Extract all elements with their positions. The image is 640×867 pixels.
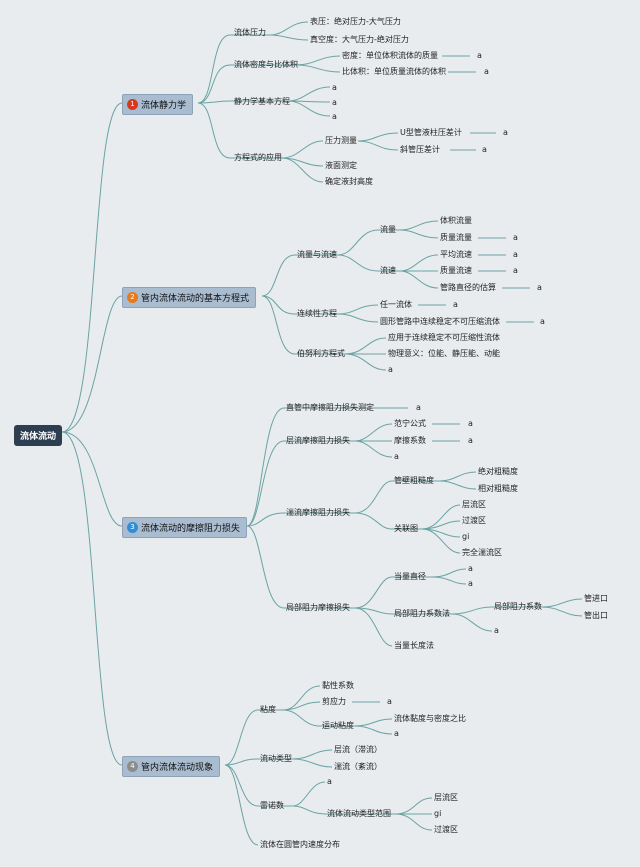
node-fanning[interactable]: 范宁公式	[394, 419, 426, 428]
node-a[interactable]: a	[416, 403, 421, 412]
node-rel-roughness[interactable]: 相对粗糙度	[478, 484, 518, 493]
node-gi[interactable]: gi	[434, 809, 442, 818]
node-a[interactable]: a	[540, 317, 545, 326]
node-bernoulli-scope[interactable]: 应用于连续稳定不可压缩性流体	[388, 333, 500, 342]
node-turbulent-loss[interactable]: 湍流摩擦阻力损失	[286, 508, 350, 517]
node-a[interactable]: a	[537, 283, 542, 292]
node-viscosity-coef[interactable]: 黏性系数	[322, 681, 354, 690]
node-laminar-zone[interactable]: 层流区	[462, 500, 486, 509]
node-incompressible-pipe[interactable]: 圆形管路中连续稳定不可压缩流体	[380, 317, 500, 326]
node-a[interactable]: a	[468, 579, 473, 588]
node-u-tube[interactable]: U型管液柱压差计	[400, 128, 462, 137]
node-a[interactable]: a	[468, 436, 473, 445]
branch-label: 管内流体流动的基本方程式	[141, 294, 250, 304]
node-a[interactable]: a	[332, 112, 337, 121]
node-liquid-seal[interactable]: 确定液封高度	[325, 177, 373, 186]
node-a[interactable]: a	[332, 98, 337, 107]
node-transition-zone[interactable]: 过渡区	[462, 516, 486, 525]
node-vacuum[interactable]: 真空度：大气压力-绝对压力	[310, 35, 409, 44]
node-a[interactable]: a	[327, 777, 332, 786]
node-a[interactable]: a	[394, 452, 399, 461]
node-pipe-inlet[interactable]: 管进口	[584, 594, 608, 603]
node-density-def[interactable]: 密度：单位体积流体的质量	[342, 51, 438, 60]
node-a[interactable]: a	[468, 419, 473, 428]
node-hydrostatic-eq[interactable]: 静力学基本方程	[234, 97, 290, 106]
node-shear-stress[interactable]: 剪应力	[322, 697, 346, 706]
node-kv-def[interactable]: 流体黏度与密度之比	[394, 714, 466, 723]
node-viscosity[interactable]: 粘度	[260, 705, 276, 714]
node-mass-flow[interactable]: 质量流量	[440, 233, 472, 242]
node-a[interactable]: a	[513, 266, 518, 275]
node-flow-velocity[interactable]: 流量与流速	[297, 250, 337, 259]
node-a[interactable]: a	[468, 564, 473, 573]
node-laminar-loss[interactable]: 层流摩擦阻力损失	[286, 436, 350, 445]
node-a[interactable]: a	[394, 729, 399, 738]
node-avg-velocity[interactable]: 平均流速	[440, 250, 472, 259]
node-fluid-pressure[interactable]: 流体压力	[234, 28, 266, 37]
node-flow-rate[interactable]: 流量	[380, 225, 396, 234]
number-3-icon: 3	[127, 522, 138, 533]
node-local-coef-method[interactable]: 局部阻力系数法	[394, 609, 450, 618]
node-density[interactable]: 流体密度与比体积	[234, 60, 298, 69]
node-a[interactable]: a	[494, 626, 499, 635]
node-velocity-distribution[interactable]: 流体在圆管内速度分布	[260, 840, 340, 849]
node-local-coef[interactable]: 局部阻力系数	[494, 602, 542, 611]
branch-label: 管内流体流动现象	[141, 763, 214, 773]
node-turbulent[interactable]: 湍流（紊流）	[334, 762, 382, 771]
node-volume-flow[interactable]: 体积流量	[440, 216, 472, 225]
node-a[interactable]: a	[482, 145, 487, 154]
node-correlation-chart[interactable]: 关联图	[394, 524, 418, 533]
node-a[interactable]: a	[387, 697, 392, 706]
node-a[interactable]: a	[332, 83, 337, 92]
node-velocity[interactable]: 流速	[380, 266, 396, 275]
node-pipe-outlet[interactable]: 管出口	[584, 611, 608, 620]
node-a[interactable]: a	[484, 67, 489, 76]
node-level-measure[interactable]: 液面测定	[325, 161, 357, 170]
node-full-turbulent[interactable]: 完全湍流区	[462, 548, 502, 557]
node-kinematic-viscosity[interactable]: 运动粘度	[322, 721, 354, 730]
node-inclined-manometer[interactable]: 斜管压差计	[400, 145, 440, 154]
node-pipe-diameter[interactable]: 管路直径的估算	[440, 283, 496, 292]
node-flow-type[interactable]: 流动类型	[260, 754, 292, 763]
node-roughness[interactable]: 管壁粗糙度	[394, 476, 434, 485]
branch-label: 流体静力学	[141, 101, 187, 111]
branch-flow-phenomena[interactable]: 4 管内流体流动现象	[122, 756, 221, 777]
number-4-icon: 4	[127, 761, 138, 772]
node-any-fluid[interactable]: 任一流体	[380, 300, 412, 309]
node-a[interactable]: a	[503, 128, 508, 137]
node-specific-volume[interactable]: 比体积：单位质量流体的体积	[342, 67, 446, 76]
number-1-icon: 1	[127, 99, 138, 110]
branch-basic-equations[interactable]: 2 管内流体流动的基本方程式	[122, 287, 257, 308]
node-abs-roughness[interactable]: 绝对粗糙度	[478, 467, 518, 476]
node-local-loss[interactable]: 局部阻力摩擦损失	[286, 603, 350, 612]
node-a[interactable]: a	[477, 51, 482, 60]
node-straight-pipe-loss[interactable]: 直管中摩擦阻力损失测定	[286, 403, 374, 412]
node-bernoulli[interactable]: 伯努利方程式	[297, 349, 345, 358]
node-laminar-zone[interactable]: 层流区	[434, 793, 458, 802]
node-flow-regimes[interactable]: 流体流动类型范围	[327, 809, 391, 818]
number-2-icon: 2	[127, 292, 138, 303]
node-gauge-pressure[interactable]: 表压：绝对压力-大气压力	[310, 17, 401, 26]
node-mass-velocity[interactable]: 质量流速	[440, 266, 472, 275]
node-laminar[interactable]: 层流（滞流）	[334, 745, 382, 754]
node-a[interactable]: a	[388, 365, 393, 374]
node-applications[interactable]: 方程式的应用	[234, 153, 282, 162]
node-transition-zone[interactable]: 过渡区	[434, 825, 458, 834]
node-reynolds[interactable]: 雷诺数	[260, 801, 284, 810]
node-friction-factor[interactable]: 摩擦系数	[394, 436, 426, 445]
node-a[interactable]: a	[453, 300, 458, 309]
branch-label: 流体流动的摩擦阻力损失	[141, 524, 241, 534]
node-a[interactable]: a	[513, 233, 518, 242]
node-gi[interactable]: gi	[462, 532, 470, 541]
root-node[interactable]: 流体流动	[14, 425, 63, 446]
branch-friction-loss[interactable]: 3 流体流动的摩擦阻力损失	[122, 517, 248, 538]
branch-fluid-statics[interactable]: 1 流体静力学	[122, 94, 194, 115]
node-bernoulli-meaning[interactable]: 物理意义：位能、静压能、动能	[388, 349, 500, 358]
node-a[interactable]: a	[513, 250, 518, 259]
node-pressure-measure[interactable]: 压力测量	[325, 136, 357, 145]
node-equiv-diameter[interactable]: 当量直径	[394, 572, 426, 581]
node-equiv-length[interactable]: 当量长度法	[394, 641, 434, 650]
node-continuity[interactable]: 连续性方程	[297, 309, 337, 318]
